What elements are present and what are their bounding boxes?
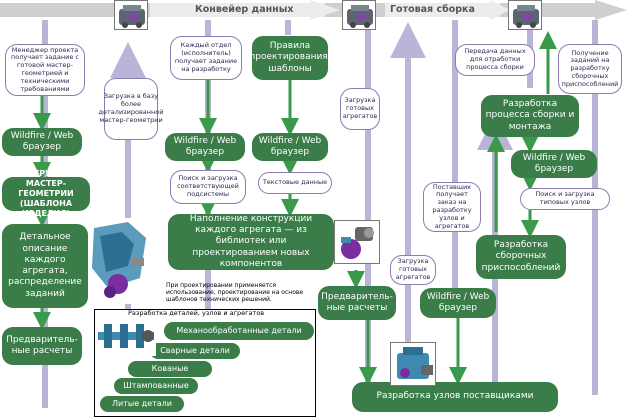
part-stamped: Штампованные xyxy=(114,378,198,394)
box-supplier-nodes: Разработка узлов поставщиками xyxy=(352,382,558,412)
box-detailed-description: Детальное описание каждого агрегата, рас… xyxy=(2,224,88,308)
box-wildfire-3: Wildfire / Web браузер xyxy=(252,133,328,161)
note-upload-ready-2: Загрузка готовых агрегатов xyxy=(390,255,436,285)
crankshaft-image xyxy=(96,318,156,356)
engine-thumbnail-3 xyxy=(508,0,542,30)
box-master-geometry: ЗАГРУЗКА МАСТЕР-ГЕОМЕТРИИ (ШАБЛОНА ИЗДЕЛ… xyxy=(2,169,90,218)
box-assembly-process: Разработка процесса сборки и монтажа xyxy=(481,95,579,137)
note-fixture-design: Получение заданий на разработку сборочны… xyxy=(558,44,622,94)
box-wildfire-2: Wildfire / Web браузер xyxy=(165,133,245,161)
part-machined: Механообработанные детали xyxy=(164,322,314,340)
box-preliminary-calc-2: Предваритель-ные расчеты xyxy=(318,286,396,320)
assembly-image xyxy=(334,220,380,264)
part-forged: Кованые xyxy=(128,361,212,377)
note-manager-task: Менеджер проекта получает задание с гото… xyxy=(5,44,85,96)
part-welded: Сварные детали xyxy=(150,343,240,359)
supplier-unit-image xyxy=(390,342,436,386)
box-fixture-dev: Разработка сборочных приспособлений xyxy=(476,235,566,279)
note-department-task: Каждый отдел (исполнитель) получает зада… xyxy=(170,36,242,80)
note-supplier-order: Поставщик получает заказ на разработку у… xyxy=(423,182,481,232)
box-wildfire-4: Wildfire / Web браузер xyxy=(420,288,496,318)
engine-thumbnail-1 xyxy=(114,0,148,30)
note-text-data: Текстовые данные xyxy=(258,172,332,194)
top-band-arrow xyxy=(0,0,627,20)
note-upload-master: Загрузка в базу более детализированной м… xyxy=(99,78,163,140)
engine-block-image xyxy=(88,218,152,304)
box-wildfire-5: Wildfire / Web браузер xyxy=(511,150,597,178)
note-search-subsystem: Поиск и загрузка соответствующей подсист… xyxy=(170,170,246,204)
process-links xyxy=(33,31,557,385)
box-fill-design: Наполнение конструкции каждого агрегата … xyxy=(168,214,334,270)
part-cast: Литые детали xyxy=(100,396,184,412)
engine-thumbnail-2 xyxy=(342,0,376,30)
note-design-reuse: При проектировании применяется использов… xyxy=(166,282,304,304)
box-design-rules: Правила проектирования, шаблоны xyxy=(249,36,331,80)
note-upload-ready-1: Загрузка готовых агрегатов xyxy=(340,88,380,130)
note-data-transfer: Передача данных для отработки процесса с… xyxy=(455,44,535,76)
note-search-nodes: Поиск и загрузка типовых узлов xyxy=(520,188,610,210)
banner-data-conveyor: Конвейер данных xyxy=(195,4,294,15)
box-preliminary-calc-1: Предваритель-ные расчеты xyxy=(2,327,82,365)
banner-ready-assembly: Готовая сборка xyxy=(390,4,475,15)
parts-frame-title: Разработка деталей, узлов и агрегатов xyxy=(128,309,265,317)
box-wildfire-1: Wildfire / Web браузер xyxy=(2,128,82,156)
